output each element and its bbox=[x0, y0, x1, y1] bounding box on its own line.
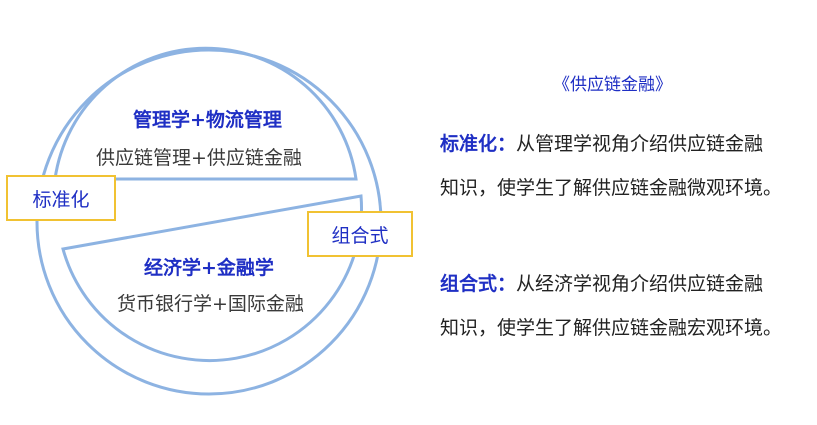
standardized-line1: 标准化：从管理学视角介绍供应链金融 bbox=[440, 122, 810, 166]
combined-text1: 从经济学视角介绍供应链金融 bbox=[516, 273, 764, 295]
inner-top-half bbox=[53, 46, 358, 181]
combined-description: 组合式：从经济学视角介绍供应链金融 知识，使学生了解供应链金融宏观环境。 bbox=[440, 262, 810, 350]
bottom-title: 经济学+金融学 bbox=[144, 257, 274, 279]
standardized-box-label: 标准化 bbox=[32, 188, 90, 211]
standardized-description: 标准化：从管理学视角介绍供应链金融 知识，使学生了解供应链金融微观环境。 bbox=[440, 122, 810, 210]
standardized-label: 标准化： bbox=[440, 133, 517, 155]
bottom-subtitle: 货币银行学+国际金融 bbox=[117, 293, 304, 315]
combined-line1: 组合式：从经济学视角介绍供应链金融 bbox=[440, 262, 810, 306]
combined-label: 组合式： bbox=[440, 273, 517, 295]
standardized-text1: 从管理学视角介绍供应链金融 bbox=[516, 133, 764, 155]
top-title: 管理学+物流管理 bbox=[133, 109, 282, 131]
combined-box: 组合式 bbox=[307, 211, 413, 257]
top-subtitle: 供应链管理+供应链金融 bbox=[96, 147, 302, 169]
standardized-box: 标准化 bbox=[6, 175, 116, 221]
standardized-text2: 知识，使学生了解供应链金融微观环境。 bbox=[440, 177, 783, 199]
combined-text2: 知识，使学生了解供应链金融宏观环境。 bbox=[440, 317, 783, 339]
course-title: 《供应链金融》 bbox=[553, 75, 672, 95]
combined-box-label: 组合式 bbox=[331, 224, 389, 247]
